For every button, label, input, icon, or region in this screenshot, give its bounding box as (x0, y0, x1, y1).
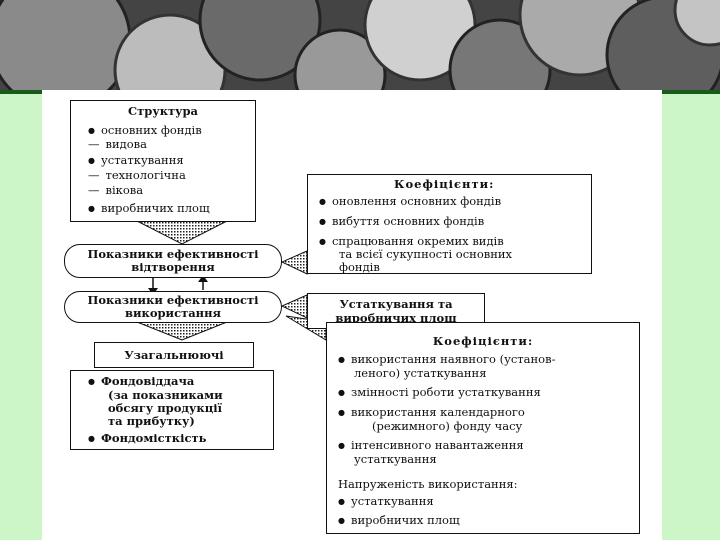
reproduction-indicators-box (64, 244, 282, 278)
equipment-label: Устаткування та (339, 297, 453, 311)
reproduction-coefficient-item: вибуття основних фондів (319, 214, 484, 230)
usage-coefficients-title: Коефіцієнти: (432, 334, 534, 348)
structure-title: Структура (128, 104, 198, 118)
usage-indicators-label: Показники ефективності (87, 293, 259, 307)
reproduction-coefficients-title: Коефіцієнти: (394, 177, 495, 191)
usage-coefficient-item: інтенсивного навантаження (338, 438, 524, 454)
generalizing-item: Фондомісткість (88, 431, 206, 446)
tension-item: устаткування (338, 494, 434, 510)
structure-item: вікова (88, 183, 144, 197)
tension-title: Напруженість використання: (338, 477, 518, 491)
reproduction-coefficient-item: фондів (339, 260, 380, 274)
generalizing-title: Узагальнюючі (124, 348, 224, 362)
coins-banner-image (0, 0, 720, 90)
usage-coefficient-item: (режимного) фонду часу (372, 419, 523, 433)
reproduction-coefficient-item: оновлення основних фондів (319, 194, 501, 210)
structure-item: устаткування (88, 153, 184, 169)
generalizing-item-note: обсягу продукції (108, 401, 222, 415)
structure-item: виробничих площ (88, 201, 210, 217)
reproduction-coefficient-item: спрацювання окремих видів (319, 234, 504, 250)
reproduction-coefficient-item: та всієї сукупності основних (339, 247, 513, 261)
generalizing-item-note: та прибутку) (108, 414, 195, 428)
usage-coefficient-item: устаткування (354, 452, 437, 466)
structure-item: видова (88, 137, 147, 151)
generalizing-item-note: (за показниками (108, 388, 223, 402)
reproduction-indicators-label: відтворення (131, 260, 215, 274)
diagram-sheet: Структура основних фондів видова устатку… (42, 90, 662, 540)
equipment-label: виробничих площ (335, 311, 457, 325)
usage-indicators-box (64, 291, 282, 323)
usage-indicators-label: використання (125, 306, 221, 320)
usage-coefficient-item: леного) устаткування (354, 366, 487, 380)
tension-item: виробничих площ (338, 513, 460, 529)
generalizing-header-box (94, 342, 254, 368)
structure-item: основних фондів (88, 123, 202, 139)
reproduction-indicators-label: Показники ефективності (87, 247, 259, 261)
usage-coefficient-item: використання календарного (338, 405, 525, 421)
generalizing-item: Фондовіддача (88, 374, 194, 389)
usage-coefficient-item: змінності роботи устаткування (338, 385, 541, 401)
usage-coefficient-item: використання наявного (установ- (338, 352, 555, 368)
structure-item: технологічна (88, 168, 186, 182)
